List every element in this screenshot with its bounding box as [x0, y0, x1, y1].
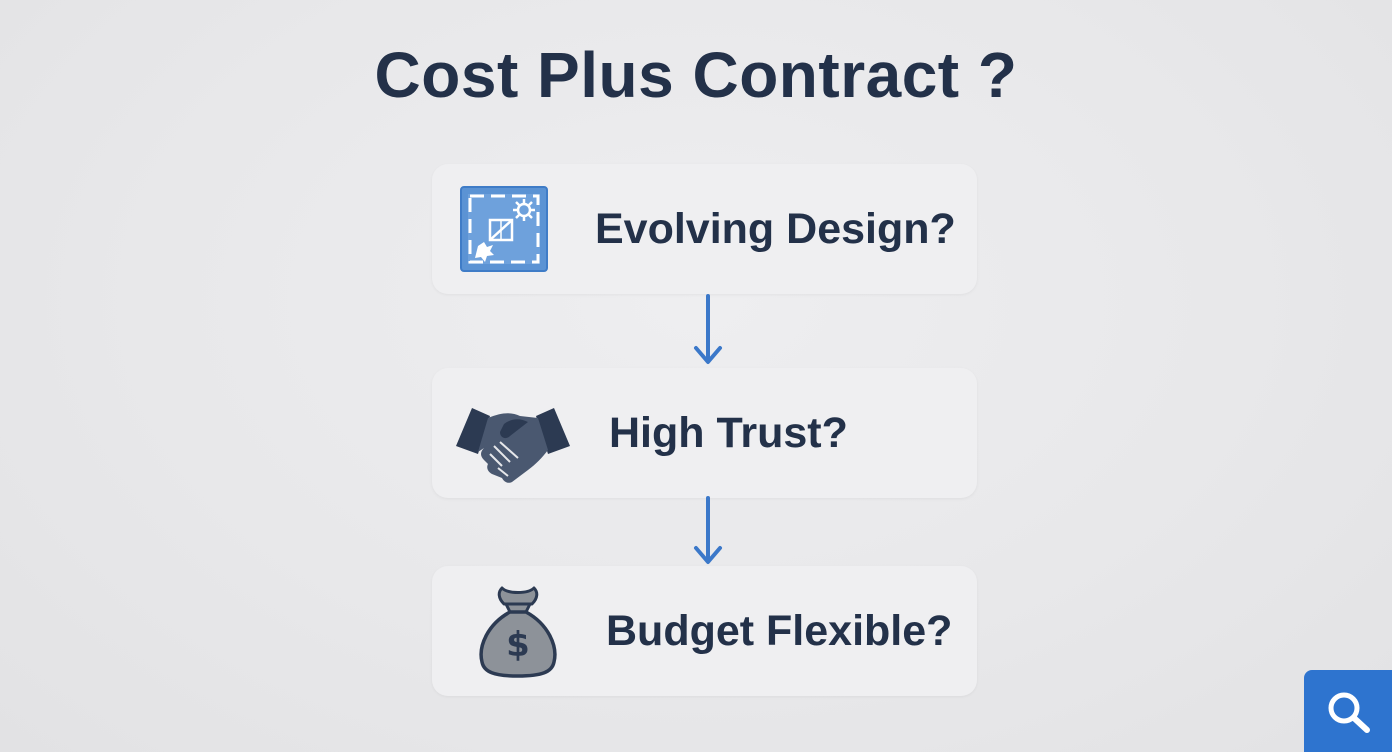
svg-text:$: $ [506, 625, 530, 665]
step-label-high-trust: High Trust? [609, 409, 848, 457]
search-button[interactable] [1304, 670, 1392, 752]
flow-arrow-2 [692, 496, 724, 571]
design-blueprint-icon [460, 186, 548, 277]
search-icon [1328, 692, 1370, 733]
step-card-budget-flexible: $ Budget Flexible? [432, 566, 977, 696]
step-card-high-trust: High Trust? [432, 368, 977, 498]
step-label-budget-flexible: Budget Flexible? [606, 607, 953, 655]
diagram-title: Cost Plus Contract ? [374, 39, 1018, 111]
money-bag-icon: $ [476, 584, 560, 685]
flow-arrow-1 [692, 294, 724, 371]
step-label-evolving-design: Evolving Design? [595, 205, 956, 253]
step-card-evolving-design: Evolving Design? [432, 164, 977, 294]
handshake-icon [454, 402, 572, 491]
